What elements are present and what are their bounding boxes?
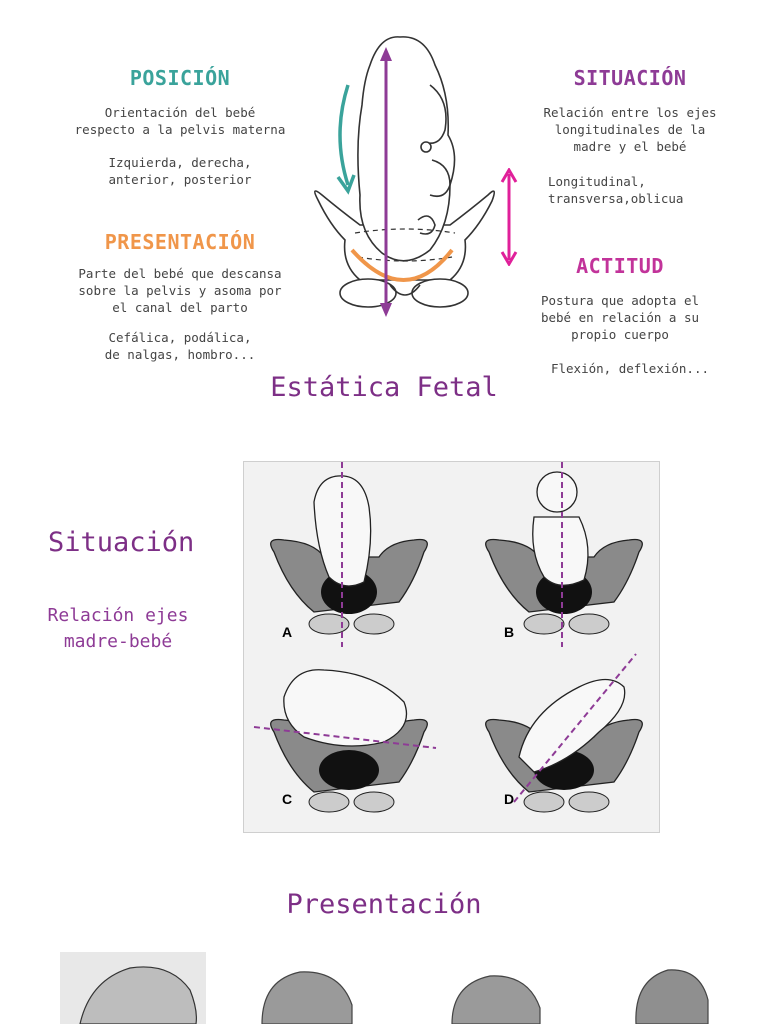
situacion-section-title: Situación <box>48 527 195 558</box>
situacion-illustration-panel: A B C D <box>243 461 660 833</box>
presentacion-box-values: Cefálica, podálica, de nalgas, hombro... <box>104 330 256 362</box>
page-title: Estática Fetal <box>270 372 498 403</box>
presentacion-section-title: Presentación <box>286 889 482 920</box>
situacion-box-values: Longitudinal, transversa,oblicua <box>548 174 684 206</box>
presentacion-box-title: PRESENTACIÓN <box>104 230 256 254</box>
axis-d <box>513 653 637 803</box>
situacion-box-description: Relación entre los ejes longitudinales d… <box>543 105 717 154</box>
situacion-diagrams: A B C D <box>253 462 643 813</box>
diagram-d <box>485 678 643 813</box>
pelvic-inlet-dashed <box>354 228 456 234</box>
label-d: D <box>504 791 514 807</box>
presentacion-box-description: Parte del bebé que descansa sobre la pel… <box>78 266 282 315</box>
presentacion-arc <box>350 248 454 282</box>
presentacion-images-strip <box>60 952 709 1024</box>
label-b: B <box>504 624 514 640</box>
diagram-b <box>485 471 643 635</box>
diagram-c <box>270 669 428 813</box>
posicion-rotation-arrow <box>336 84 356 195</box>
presentacion-image-1 <box>60 952 206 1024</box>
posicion-values: Izquierda, derecha, anterior, posterior <box>108 155 252 187</box>
situacion-box-title: SITUACIÓN <box>573 66 687 90</box>
presentacion-image-2 <box>261 971 353 1024</box>
posicion-description: Orientación del bebé respecto a la pelvi… <box>74 105 286 137</box>
actitud-double-arrow <box>500 168 518 266</box>
diagram-a <box>270 475 428 635</box>
actitud-title: ACTITUD <box>576 254 664 278</box>
label-c: C <box>282 791 292 807</box>
label-a: A <box>282 624 292 640</box>
actitud-description: Postura que adopta el bebé en relación a… <box>540 293 700 342</box>
presentacion-image-3 <box>451 975 541 1024</box>
presentacion-image-4 <box>635 969 709 1024</box>
axis-c <box>253 726 437 749</box>
actitud-values: Flexión, deflexión... <box>550 361 710 376</box>
situacion-section-subtitle: Relación ejes madre-bebé <box>47 605 189 652</box>
situacion-axis-arrow <box>380 47 392 317</box>
baby-drawing <box>357 36 456 262</box>
posicion-title: POSICIÓN <box>129 66 231 90</box>
fetus-pelvis-illustration <box>314 36 496 317</box>
